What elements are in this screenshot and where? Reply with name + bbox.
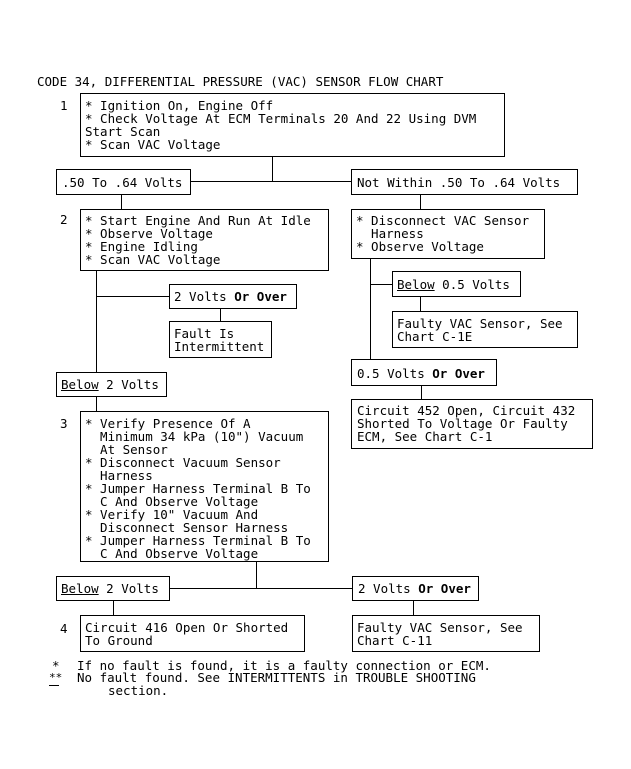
disconnect-vac-box: * Disconnect VAC Sensor Harness * Observ… xyxy=(351,209,545,259)
connector-2volts-to-faulty11 xyxy=(413,601,414,615)
connector-step1-down xyxy=(272,157,273,181)
range-ok-label: .50 To .64 Volts xyxy=(62,175,183,190)
connector-rightstep-down xyxy=(370,259,371,359)
step3-box: * Verify Presence Of A Minimum 34 kPa (1… xyxy=(80,411,329,562)
step1-line: * Ignition On, Engine Off xyxy=(85,98,274,113)
faulty-vac-11-line: Chart C-11 xyxy=(357,633,433,648)
connector-2volts-to-fault xyxy=(220,309,221,321)
step1-line: Start Scan xyxy=(85,124,161,139)
connector-05volts-to-circuit452 xyxy=(421,386,422,399)
step3-line: Disconnect Sensor Harness xyxy=(85,520,289,535)
step3-line: * Jumper Harness Terminal B To xyxy=(85,481,311,496)
connector-below2-to-circuit416 xyxy=(113,601,114,615)
circuit-452-line: Shorted To Voltage Or Faulty xyxy=(357,416,568,431)
step2-line: * Observe Voltage xyxy=(85,226,213,241)
circuit-416-box: Circuit 416 Open Or Shorted To Ground xyxy=(80,615,305,652)
circuit-416-line: To Ground xyxy=(85,633,153,648)
below-05-volts-box: Below 0.5 Volts xyxy=(392,271,521,297)
step2-line: * Scan VAC Voltage xyxy=(85,252,221,267)
step-number-2: 2 xyxy=(60,212,68,227)
faulty-vac-1e-line: Faulty VAC Sensor, See xyxy=(397,316,563,331)
connector-left-to-step2 xyxy=(121,195,122,209)
circuit-452-line: Circuit 452 Open, Circuit 432 xyxy=(357,403,576,418)
fault-intermittent-line: Intermittent xyxy=(174,339,265,354)
two-volts-or-over-box-2: 2 Volts Or Over xyxy=(352,576,479,601)
page-title: CODE 34, DIFFERENTIAL PRESSURE (VAC) SEN… xyxy=(37,74,444,89)
below-05-volts-label: Below 0.5 Volts xyxy=(397,277,510,292)
footnote-mark-2: ** xyxy=(49,671,63,684)
step3-line: At Sensor xyxy=(85,442,168,457)
step3-line: C And Observe Voltage xyxy=(85,546,259,561)
connector-branch3-horizontal xyxy=(170,588,352,589)
connector-to-below05 xyxy=(370,284,392,285)
faulty-vac-11-line: Faulty VAC Sensor, See xyxy=(357,620,523,635)
connector-below2-to-step3 xyxy=(96,397,97,411)
volts05-or-over-box: 0.5 Volts Or Over xyxy=(351,359,497,386)
step3-line: * Disconnect Vacuum Sensor xyxy=(85,455,281,470)
range-not-ok-box: Not Within .50 To .64 Volts xyxy=(351,169,578,195)
connector-branch1-horizontal xyxy=(121,181,427,182)
range-not-ok-label: Not Within .50 To .64 Volts xyxy=(357,175,561,190)
footnote-mark-1: * xyxy=(52,658,60,673)
below-2-volts-box: Below 2 Volts xyxy=(56,372,167,397)
footnote-mark-underline xyxy=(49,685,59,686)
step-number-3: 3 xyxy=(60,416,68,431)
connector-step2-to-2volts xyxy=(96,296,170,297)
below-2-volts-label: Below 2 Volts xyxy=(61,377,159,392)
step3-line: Minimum 34 kPa (10") Vacuum xyxy=(85,429,304,444)
circuit-452-box: Circuit 452 Open, Circuit 432 Shorted To… xyxy=(351,399,593,449)
disconnect-vac-line: Harness xyxy=(356,226,424,241)
fault-intermittent-line: Fault Is xyxy=(174,326,235,341)
step-number-1: 1 xyxy=(60,98,68,113)
faulty-vac-1e-box: Faulty VAC Sensor, See Chart C-1E xyxy=(392,311,578,348)
two-volts-or-over-label-2: 2 Volts Or Over xyxy=(358,581,471,596)
step1-line: * Scan VAC Voltage xyxy=(85,137,221,152)
disconnect-vac-line: * Disconnect VAC Sensor xyxy=(356,213,530,228)
below-2-volts-label-2: Below 2 Volts xyxy=(61,581,159,596)
step2-line: * Start Engine And Run At Idle xyxy=(85,213,311,228)
footnote-2-line2: section. xyxy=(108,683,169,698)
footnote-1: If no fault is found, it is a faulty con… xyxy=(77,658,491,673)
faulty-vac-11-box: Faulty VAC Sensor, See Chart C-11 xyxy=(352,615,540,652)
step3-line: * Verify 10" Vacuum And xyxy=(85,507,259,522)
footnote-2-line1: No fault found. See INTERMITTENTS in TRO… xyxy=(77,670,476,685)
below-2-volts-box-2: Below 2 Volts xyxy=(56,576,170,601)
step1-box: * Ignition On, Engine Off * Check Voltag… xyxy=(80,93,505,157)
connector-right-to-rightstep xyxy=(420,195,421,209)
step3-line: Harness xyxy=(85,468,153,483)
step-number-4: 4 xyxy=(60,621,68,636)
two-volts-or-over-box: 2 Volts Or Over xyxy=(169,284,297,309)
volts05-or-over-label: 0.5 Volts Or Over xyxy=(357,366,485,381)
step3-line: * Jumper Harness Terminal B To xyxy=(85,533,311,548)
range-ok-box: .50 To .64 Volts xyxy=(56,169,191,195)
step3-line: * Verify Presence Of A xyxy=(85,416,251,431)
faulty-vac-1e-line: Chart C-1E xyxy=(397,329,473,344)
step2-box: * Start Engine And Run At Idle * Observe… xyxy=(80,209,329,271)
two-volts-or-over-label: 2 Volts Or Over xyxy=(174,289,287,304)
step1-line: * Check Voltage At ECM Terminals 20 And … xyxy=(85,111,477,126)
step2-line: * Engine Idling xyxy=(85,239,198,254)
connector-step3-down xyxy=(256,562,257,588)
circuit-416-line: Circuit 416 Open Or Shorted xyxy=(85,620,289,635)
circuit-452-line: ECM, See Chart C-1 xyxy=(357,429,493,444)
step3-line: C And Observe Voltage xyxy=(85,494,259,509)
disconnect-vac-line: * Observe Voltage xyxy=(356,239,484,254)
connector-below05-to-faulty xyxy=(420,297,421,311)
connector-step2-down xyxy=(96,271,97,373)
fault-intermittent-box: Fault Is Intermittent xyxy=(169,321,272,358)
